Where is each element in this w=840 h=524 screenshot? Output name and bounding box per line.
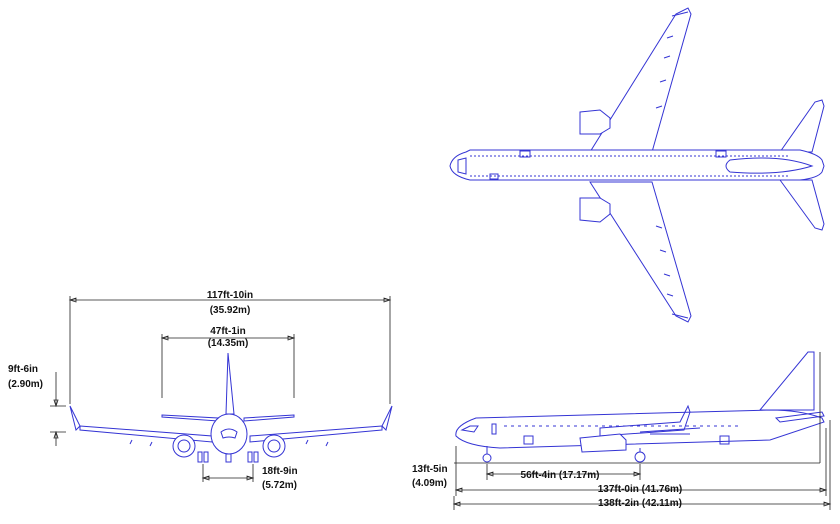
fuselage-length-dimension: 137ft-0in (41.76m): [454, 428, 828, 496]
fuselage-length-label: 137ft-0in (41.76m): [598, 484, 682, 495]
overall-length-label: 138ft-2in (42.11m): [598, 498, 682, 509]
winglet-height-m-label: (2.90m): [8, 379, 43, 390]
front-view: [69, 352, 393, 463]
height-dimension: 13ft-5in (4.09m): [412, 352, 821, 489]
tail-span-dimension: 47ft-1in (14.35m): [160, 326, 296, 398]
tail-span-m-label: (14.35m): [208, 338, 249, 349]
wingspan-dimension: 117ft-10in (35.92m): [68, 290, 392, 404]
wingspan-ft-label: 117ft-10in: [207, 290, 253, 301]
wheelbase-label: 56ft-4in (17.17m): [521, 470, 600, 481]
winglet-height-ft-label: 9ft-6in: [8, 364, 38, 375]
wingspan-m-label: (35.92m): [210, 305, 251, 316]
height-m-label: (4.09m): [412, 478, 447, 489]
track-ft-label: 18ft-9in: [262, 466, 298, 477]
wheelbase-dimension: 56ft-4in (17.17m): [485, 464, 642, 481]
winglet-height-dimension: 9ft-6in (2.90m): [8, 364, 66, 446]
height-ft-label: 13ft-5in: [412, 464, 448, 475]
top-view: [449, 7, 825, 323]
track-m-label: (5.72m): [262, 480, 297, 491]
track-dimension: 18ft-9in (5.72m): [201, 464, 298, 491]
tail-span-ft-label: 47ft-1in: [210, 326, 246, 337]
side-view: [455, 351, 825, 463]
overall-length-dimension: 138ft-2in (42.11m): [452, 420, 832, 510]
